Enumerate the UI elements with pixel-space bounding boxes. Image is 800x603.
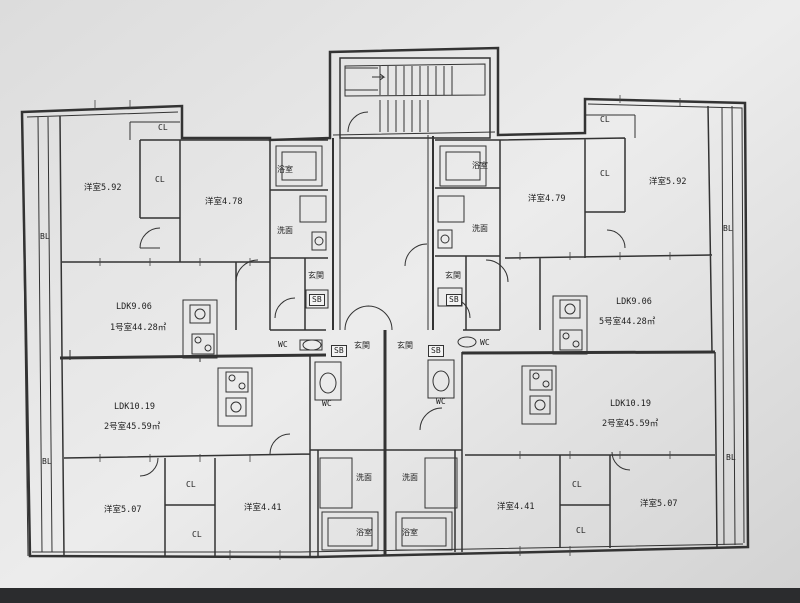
u1-ldk: LDK9.06 xyxy=(116,302,152,312)
u6-bedroom-a: 洋室5.07 xyxy=(640,499,678,509)
shoebox-label: SB xyxy=(428,345,444,357)
wash-label: 洗面 xyxy=(277,226,293,235)
shoebox-label: SB xyxy=(309,294,325,306)
wash-label: 洗面 xyxy=(472,224,488,233)
kitchen-u6 xyxy=(521,365,557,425)
u2-bedroom-a: 洋室5.07 xyxy=(104,505,142,515)
u5-ldk: LDK9.06 xyxy=(616,297,652,307)
wc-label: WC xyxy=(322,399,332,408)
wc-label: WC xyxy=(278,340,288,349)
balcony-label: BL xyxy=(723,224,733,233)
kitchen-u2 xyxy=(217,367,253,427)
kitchen-u5 xyxy=(552,295,588,355)
entrance-label: 玄関 xyxy=(397,341,413,350)
bath-label: 浴室 xyxy=(356,528,372,537)
wash-label: 洗面 xyxy=(356,473,372,482)
closet-label: CL xyxy=(186,480,196,489)
u6-ldk: LDK10.19 xyxy=(610,399,651,409)
closet-label: CL xyxy=(600,115,610,124)
u5-bedroom-b: 洋室4.79 xyxy=(528,194,566,204)
wc-label: WC xyxy=(480,338,490,347)
closet-label: CL xyxy=(192,530,202,539)
entrance-label: 玄関 xyxy=(354,341,370,350)
closet-label: CL xyxy=(600,169,610,178)
monitor-bezel xyxy=(0,588,800,603)
closet-label: CL xyxy=(572,480,582,489)
wash-label: 洗面 xyxy=(402,473,418,482)
u2-bedroom-b: 洋室4.41 xyxy=(244,503,282,513)
u5-area: 5号室44.28㎡ xyxy=(599,317,656,327)
shoebox-label: SB xyxy=(446,294,462,306)
entrance-label: 玄関 xyxy=(445,271,461,280)
building-outline xyxy=(20,46,750,559)
closet-label: CL xyxy=(158,123,168,132)
u6-bedroom-b: 洋室4.41 xyxy=(497,502,535,512)
u2-ldk: LDK10.19 xyxy=(114,402,155,412)
balcony-label: BL xyxy=(726,453,736,462)
closet-label: CL xyxy=(576,526,586,535)
u2-area: 2号室45.59㎡ xyxy=(104,422,161,432)
balcony-label: BL xyxy=(40,232,50,241)
entrance-label: 玄関 xyxy=(308,271,324,280)
u6-area: 2号室45.59㎡ xyxy=(602,419,659,429)
balcony-label: BL xyxy=(42,457,52,466)
u1-area: 1号室44.28㎡ xyxy=(110,323,167,333)
shoebox-label: SB xyxy=(331,345,347,357)
bath-label: 浴室 xyxy=(277,165,293,174)
u1-bedroom-b: 洋室4.78 xyxy=(205,197,243,207)
stair-block xyxy=(339,57,491,139)
bath-label: 浴室 xyxy=(472,161,488,170)
bath-label: 浴室 xyxy=(402,528,418,537)
closet-label: CL xyxy=(155,175,165,184)
u5-bedroom-a: 洋室5.92 xyxy=(649,177,687,187)
wc-label: WC xyxy=(436,397,446,406)
u1-bedroom-a: 洋室5.92 xyxy=(84,183,122,193)
